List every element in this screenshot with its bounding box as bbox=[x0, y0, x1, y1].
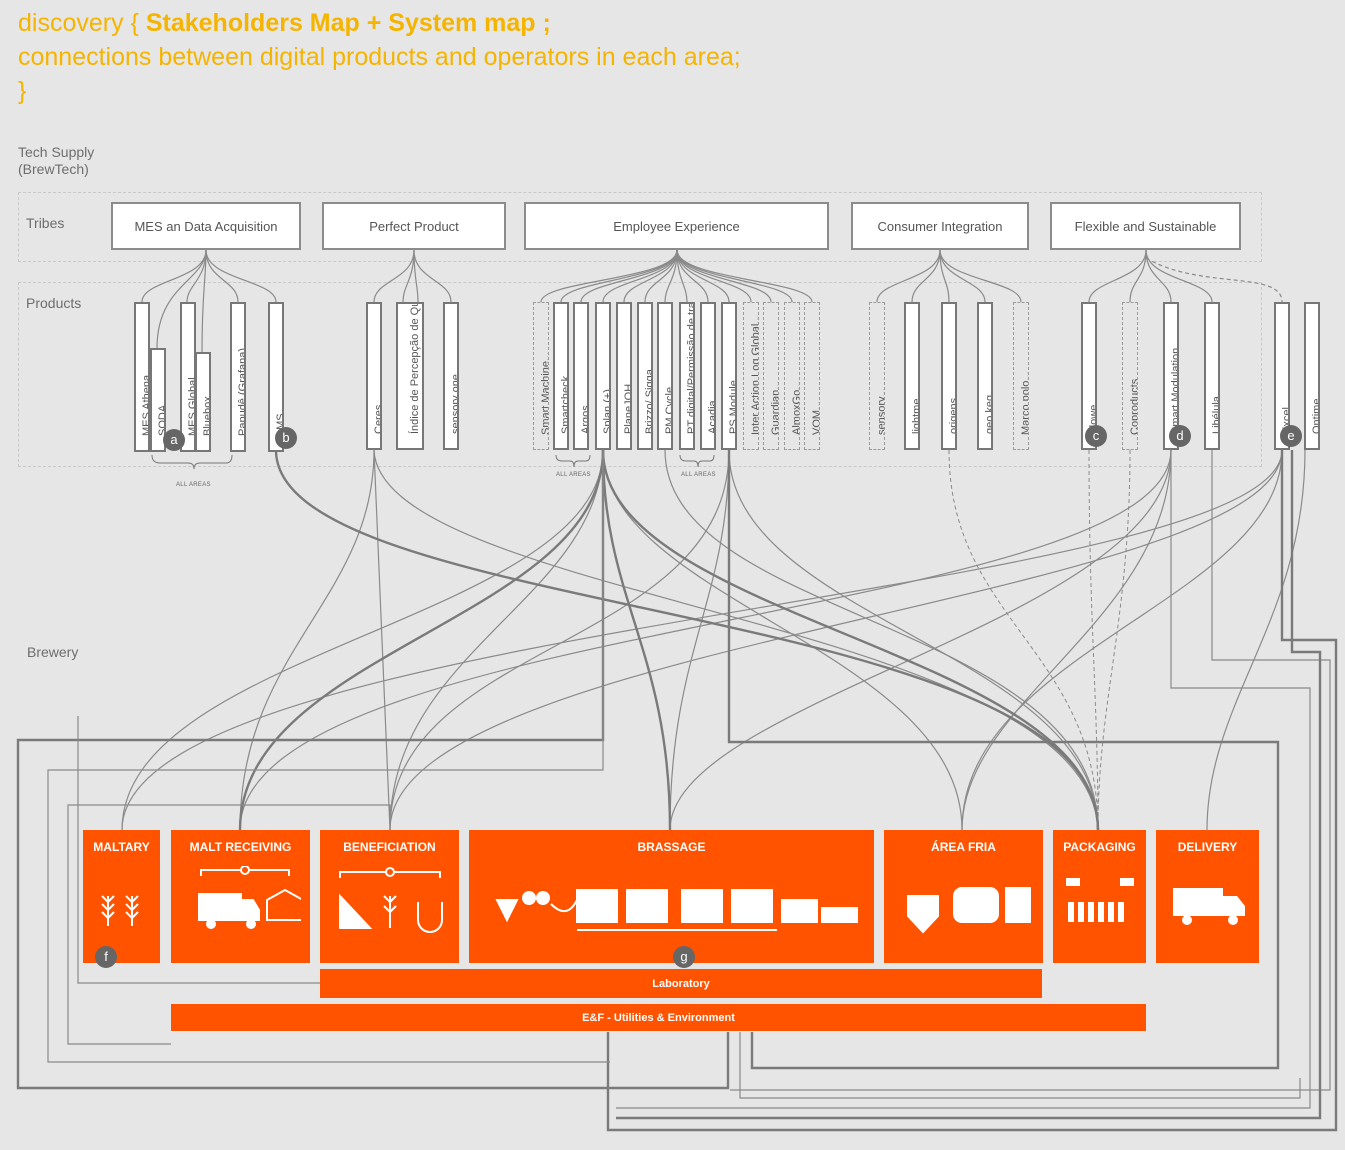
title-main: Stakeholders Map + System map ; bbox=[145, 9, 551, 37]
badge-d: d bbox=[1169, 425, 1191, 447]
products-row bbox=[18, 282, 1262, 467]
page-title: discovery { Stakeholders Map + System ma… bbox=[18, 6, 741, 108]
product-acadia[interactable]: Acadia bbox=[700, 302, 716, 450]
product-sensory[interactable]: sensory... bbox=[869, 302, 885, 450]
area-maltary[interactable]: MALTARY bbox=[83, 830, 160, 963]
product-mes-athena[interactable]: MES Athena bbox=[134, 302, 150, 452]
product-guardian[interactable]: Guardian... bbox=[763, 302, 779, 450]
area-malt-receiving[interactable]: MALT RECEIVING bbox=[171, 830, 310, 963]
laboratory-bar[interactable]: Laboratory bbox=[320, 969, 1042, 998]
product-indice-percepcao[interactable]: Índice de Percepção de Qualidade bbox=[396, 302, 424, 450]
products-label: Products bbox=[26, 295, 82, 311]
tech-supply-label: Tech Supply (BrewTech) bbox=[18, 144, 95, 177]
product-coproducts[interactable]: Coproducts bbox=[1122, 302, 1138, 450]
product-mes-global[interactable]: MES Global bbox=[180, 302, 196, 452]
product-planejoh[interactable]: PlaneJOH bbox=[616, 302, 632, 450]
badge-g: g bbox=[673, 946, 695, 968]
product-bluebox[interactable]: Bluebox bbox=[195, 352, 211, 452]
area-packaging[interactable]: PACKAGING bbox=[1053, 830, 1146, 963]
product-smartcheck[interactable]: Smartcheck bbox=[553, 302, 569, 450]
product-soda[interactable]: SODA bbox=[150, 348, 166, 452]
tribe-consumer-integration[interactable]: Consumer Integration bbox=[851, 202, 1029, 250]
tribe-flexible-sustainable[interactable]: Flexible and Sustainable bbox=[1050, 202, 1241, 250]
tribe-employee-experience[interactable]: Employee Experience bbox=[524, 202, 829, 250]
utilities-bar[interactable]: E&F - Utilities & Environment bbox=[171, 1004, 1146, 1031]
product-almoxgo[interactable]: AlmoxGo... bbox=[784, 302, 800, 450]
area-beneficiation[interactable]: BENEFICIATION bbox=[320, 830, 459, 963]
process-icons bbox=[338, 867, 443, 933]
product-pt-digital[interactable]: PT digital/Permissão de trabalho bbox=[679, 302, 695, 450]
product-smart-machine[interactable]: Smart Machine... bbox=[533, 302, 549, 450]
brace-label-mes: ALL AREAS bbox=[176, 482, 211, 488]
product-argos[interactable]: Argos bbox=[573, 302, 589, 450]
cold-area-icon bbox=[906, 887, 1031, 934]
product-lms[interactable]: LMS bbox=[268, 302, 284, 452]
brewery-label: Brewery bbox=[27, 644, 79, 660]
title-prefix: discovery { bbox=[18, 9, 139, 37]
title-closing: } bbox=[18, 77, 27, 105]
product-libelula[interactable]: Libélula bbox=[1204, 302, 1220, 450]
title-subtitle: connections between digital products and… bbox=[18, 43, 741, 71]
badge-f: f bbox=[95, 946, 117, 968]
product-inter-action-log[interactable]: Inter Action Log Global... bbox=[743, 302, 759, 450]
badge-b: b bbox=[275, 427, 297, 449]
tribes-row bbox=[18, 192, 1262, 262]
brace-label-employee-1: ALL AREAS bbox=[556, 472, 591, 478]
badge-c: c bbox=[1085, 425, 1107, 447]
brace-label-employee-2: ALL AREAS bbox=[681, 472, 716, 478]
product-sensory-one[interactable]: sensory one bbox=[443, 302, 459, 450]
tribe-perfect-product[interactable]: Perfect Product bbox=[322, 202, 506, 250]
area-brassage[interactable]: BRASSAGE bbox=[469, 830, 874, 963]
brewing-process-icon bbox=[494, 889, 858, 931]
product-geo-keg[interactable]: geo.keg bbox=[977, 302, 993, 450]
delivery-truck-icon bbox=[1172, 888, 1245, 925]
product-origens[interactable]: origens bbox=[941, 302, 957, 450]
badge-e: e bbox=[1280, 425, 1302, 447]
area-fria[interactable]: ÁREA FRIA bbox=[884, 830, 1043, 963]
badge-a: a bbox=[163, 429, 185, 451]
product-ceres[interactable]: Ceres bbox=[366, 302, 382, 450]
product-vom[interactable]: VOM... bbox=[804, 302, 820, 450]
area-delivery[interactable]: DELIVERY bbox=[1156, 830, 1259, 963]
product-ps-module[interactable]: PS Module bbox=[721, 302, 737, 450]
product-excel[interactable]: Excel bbox=[1274, 302, 1290, 450]
tribe-mes[interactable]: MES an Data Acquisition bbox=[111, 202, 301, 250]
product-papude-grafana[interactable]: Papudê (Grafana) bbox=[230, 302, 246, 452]
truck-silo-icon bbox=[197, 865, 304, 929]
product-smart-modulation[interactable]: Smart Modulation bbox=[1163, 302, 1179, 450]
bottling-icon bbox=[1065, 878, 1134, 922]
product-lightme[interactable]: lightme bbox=[904, 302, 920, 450]
tribes-label: Tribes bbox=[26, 215, 65, 231]
product-pm-cycle[interactable]: PM Cycle bbox=[657, 302, 673, 450]
product-marco-polo[interactable]: Marco polo... bbox=[1013, 302, 1029, 450]
product-flowe[interactable]: Flowe bbox=[1081, 302, 1097, 450]
product-splan[interactable]: Splan (+) bbox=[595, 302, 611, 450]
product-ontime[interactable]: Ontime bbox=[1304, 302, 1320, 450]
product-brizzo-sigga[interactable]: Brizzo/ Sigga bbox=[637, 302, 653, 450]
wheat-icon bbox=[100, 895, 139, 926]
